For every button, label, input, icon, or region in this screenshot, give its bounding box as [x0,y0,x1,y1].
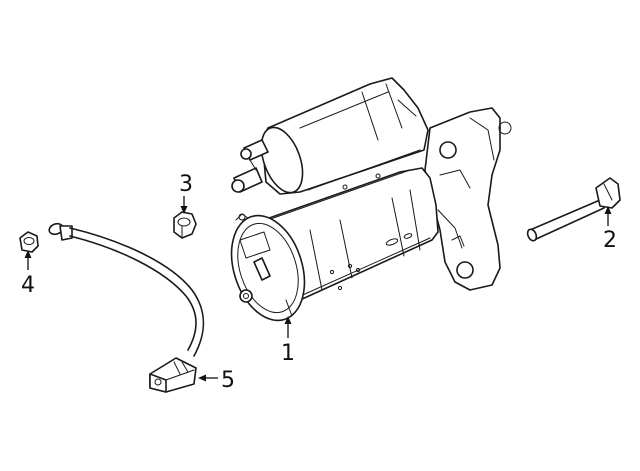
nut-icon [173,211,197,239]
leader-5 [198,374,218,382]
leader-4 [24,250,32,270]
callout-3: 3 [179,172,193,197]
callout-2: 2 [603,228,617,253]
callout-5: 5 [221,368,235,393]
leader-1 [284,316,292,338]
starter-motor-icon [230,77,512,322]
leader-3 [180,196,188,214]
cable-harness-icon [48,222,205,393]
callout-4: 4 [21,273,35,298]
nut-icon-small [19,231,39,253]
bolt-icon [526,177,621,242]
callout-1: 1 [281,341,295,366]
leader-2 [604,206,612,226]
